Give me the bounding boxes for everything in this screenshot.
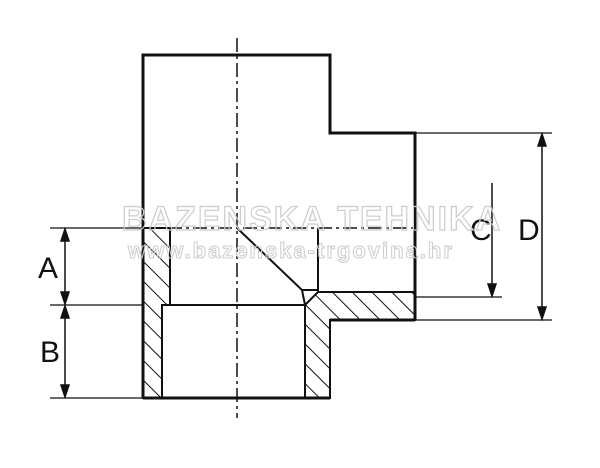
dimension-label-d: D	[518, 214, 540, 247]
dimension-arrows	[59, 131, 548, 400]
watermark-url: www.bazenska-trgovina.hr	[127, 238, 454, 263]
watermark-title: BAZENSKA TEHNIKA	[122, 200, 502, 238]
dimension-label-a: A	[38, 252, 58, 285]
dimension-label-c: C	[470, 214, 492, 247]
extension-lines	[50, 132, 552, 399]
center-lines	[143, 38, 415, 418]
dimension-label-b: B	[40, 336, 60, 369]
inner-lines	[162, 227, 319, 306]
